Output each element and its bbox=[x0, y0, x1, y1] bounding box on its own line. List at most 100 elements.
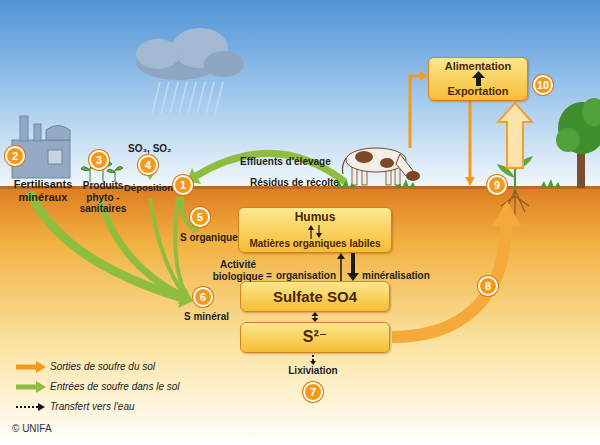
edge-label: organisation bbox=[276, 270, 336, 282]
edge-label: minéralisation bbox=[362, 270, 430, 282]
text-label: Lixiviation bbox=[278, 365, 348, 377]
legend-sample bbox=[16, 365, 37, 370]
legend-row: Sorties de soufre du sol bbox=[50, 361, 155, 373]
rain-drop bbox=[179, 82, 187, 114]
cow-spot bbox=[380, 158, 394, 168]
rain-drop bbox=[215, 82, 223, 114]
connector-arrow bbox=[347, 253, 359, 281]
text-label: Fertilisants minéraux bbox=[6, 178, 80, 203]
organic-matter-box: HumusMatières organiques labiles bbox=[238, 207, 392, 253]
box-text: Sulfate SO4 bbox=[273, 288, 357, 305]
tree-crown bbox=[556, 128, 580, 152]
legend-samples bbox=[16, 361, 46, 411]
rain-drop bbox=[170, 82, 178, 114]
callout-number: 2 bbox=[5, 146, 25, 166]
callout-number: 3 bbox=[89, 150, 109, 170]
text-label: Activité biologique bbox=[208, 259, 268, 282]
cow-icon bbox=[342, 148, 420, 185]
sprout bbox=[107, 166, 123, 182]
callout-number: 5 bbox=[190, 207, 210, 227]
text-label: = bbox=[266, 270, 272, 282]
rain-drop bbox=[197, 82, 205, 114]
cow-tail bbox=[342, 158, 346, 174]
arrow-head bbox=[312, 312, 319, 316]
dotted-line bbox=[312, 355, 314, 361]
callout-number: 4 bbox=[138, 155, 158, 175]
box-text: Alimentation bbox=[445, 60, 512, 73]
cloud-part bbox=[204, 51, 244, 77]
sulfate-box: Sulfate SO4 bbox=[240, 281, 390, 312]
arrow-head bbox=[347, 273, 359, 281]
factory-part bbox=[34, 124, 41, 141]
box-text: Matières organiques labiles bbox=[249, 238, 380, 250]
input-arrow bbox=[150, 198, 184, 294]
tree-icon bbox=[556, 98, 600, 188]
connector-line bbox=[340, 259, 342, 281]
grass-tuft bbox=[540, 179, 561, 188]
cow-head bbox=[406, 171, 420, 181]
legend-sample bbox=[38, 403, 45, 411]
connector-arrow bbox=[312, 312, 319, 322]
legend-sample bbox=[16, 406, 38, 408]
inner-arrow-head bbox=[472, 71, 485, 78]
tree-crown bbox=[582, 98, 600, 126]
uptake-arrow bbox=[392, 226, 506, 337]
arrow-head bbox=[492, 201, 521, 226]
rain-drop bbox=[152, 82, 160, 114]
callout-number: 6 bbox=[193, 287, 213, 307]
factory-part bbox=[20, 116, 28, 141]
cow-body bbox=[346, 148, 406, 172]
arrow-head bbox=[465, 177, 475, 186]
callout-number: 9 bbox=[487, 175, 507, 195]
legend-row: Entrées de soufre dans le sol bbox=[50, 381, 180, 393]
callout-number: 10 bbox=[533, 75, 553, 95]
arrow-head bbox=[310, 361, 316, 365]
export-box: AlimentationExportation bbox=[428, 57, 528, 101]
rain-drop bbox=[188, 82, 196, 114]
text-label: SO₃, SO₂ bbox=[128, 143, 172, 155]
text-label: S minéral bbox=[184, 311, 229, 323]
connector-line bbox=[314, 316, 315, 318]
legend-label: Transfert vers l'eau bbox=[50, 401, 135, 412]
soil bbox=[0, 188, 600, 445]
export-line bbox=[410, 76, 421, 148]
sulfide-box: S²⁻ bbox=[240, 322, 390, 353]
output-arrows bbox=[392, 71, 532, 337]
box-text: Humus bbox=[295, 211, 336, 225]
legend-sample bbox=[36, 361, 46, 373]
legend-row: Transfert vers l'eau bbox=[50, 401, 135, 413]
factory-part bbox=[48, 150, 62, 164]
text-label: S organique bbox=[180, 232, 238, 244]
legend-sample bbox=[16, 385, 37, 390]
text-label: Déposition bbox=[124, 183, 173, 194]
box-text: S²⁻ bbox=[303, 328, 327, 346]
inner-arrow bbox=[310, 230, 311, 239]
legend-label: Sorties de soufre du sol bbox=[50, 361, 155, 372]
leaching-arrow bbox=[310, 355, 316, 365]
rain-drop bbox=[161, 82, 169, 114]
inner-arrow bbox=[318, 225, 319, 233]
callout-number: 1 bbox=[173, 175, 193, 195]
text-label: Effluents d'élevage bbox=[240, 156, 331, 168]
feed-line bbox=[469, 101, 472, 178]
inner-arrow bbox=[476, 77, 481, 86]
arrow-head bbox=[312, 318, 319, 322]
cloud-part bbox=[136, 39, 180, 69]
legend-label: Entrées de soufre dans le sol bbox=[50, 381, 180, 392]
box-text: Exportation bbox=[447, 85, 508, 98]
export-arrow bbox=[498, 103, 532, 168]
rain-drop bbox=[206, 82, 214, 114]
arrow-head bbox=[337, 253, 345, 259]
legend-sample bbox=[36, 381, 46, 393]
callout-number: 8 bbox=[478, 276, 498, 296]
rain-cloud bbox=[136, 28, 244, 80]
connector-arrow bbox=[337, 253, 345, 281]
input-arrow bbox=[100, 200, 182, 296]
arrow-head bbox=[420, 71, 428, 81]
rain bbox=[152, 82, 223, 114]
inner-arrow-head bbox=[308, 225, 314, 230]
